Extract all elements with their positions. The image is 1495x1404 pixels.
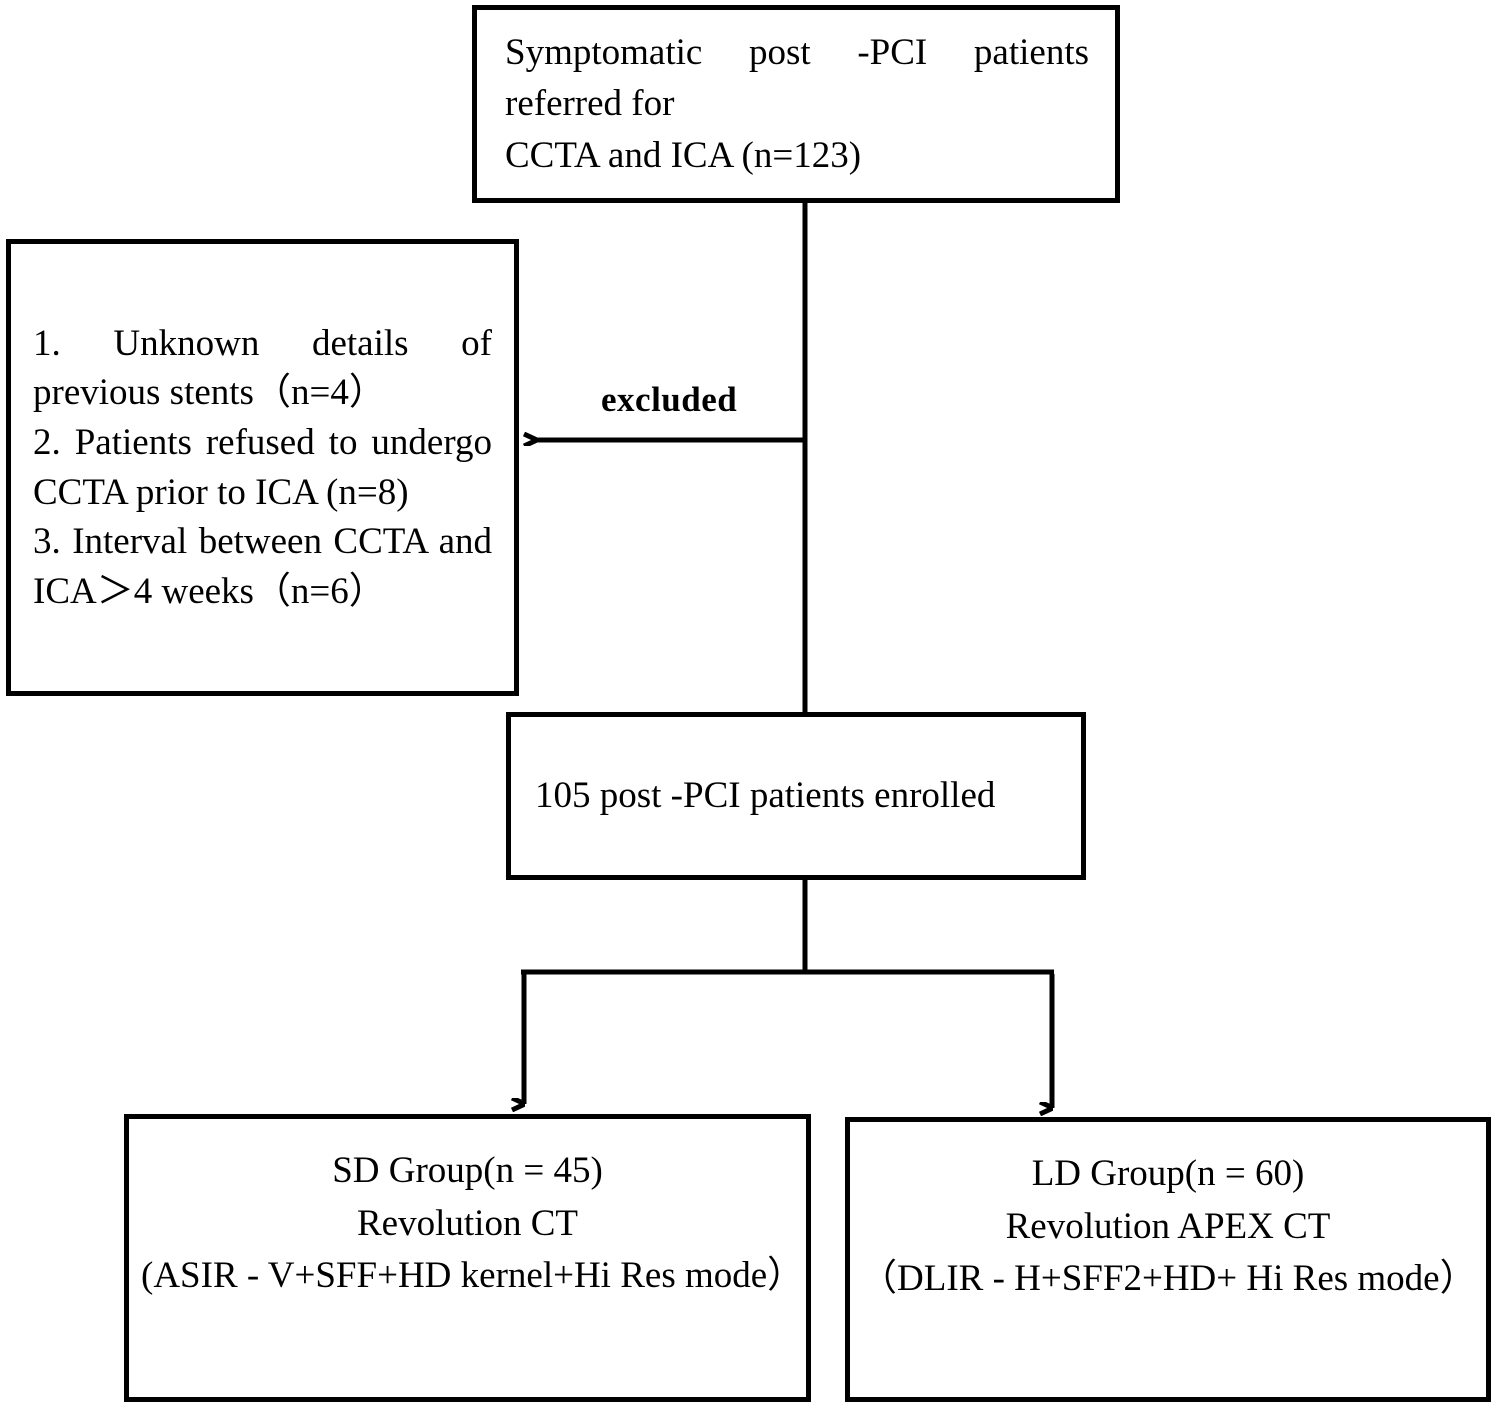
- sd-group-scanner: Revolution CT: [357, 1202, 578, 1244]
- exclusion-criterion-1: 1. Unknown details of previous stents（n=…: [33, 322, 492, 414]
- ld-group-scanner: Revolution APEX CT: [1005, 1205, 1331, 1247]
- ld-group-title: LD Group(n = 60): [1031, 1153, 1305, 1194]
- node-ld-group: LD Group(n = 60) Revolution APEX CT （DLI…: [845, 1117, 1491, 1402]
- node-referred-line-1: Symptomatic post -PCI patients referred …: [505, 32, 1089, 125]
- node-referred-line-2: CCTA and ICA (n=123): [505, 134, 862, 176]
- node-referred-patients: Symptomatic post -PCI patients referred …: [472, 5, 1120, 203]
- ld-group-protocol: （DLIR - H+SFF2+HD+ Hi Res mode）: [860, 1258, 1477, 1300]
- node-exclusion-criteria: 1. Unknown details of previous stents（n=…: [6, 239, 519, 696]
- edge-label-excluded: excluded: [601, 380, 738, 419]
- node-enrolled-patients: 105 post -PCI patients enrolled: [506, 712, 1086, 880]
- node-enrolled-text: 105 post -PCI patients enrolled: [535, 775, 996, 817]
- sd-group-protocol: (ASIR - V+SFF+HD kernel+Hi Res mode）: [141, 1255, 805, 1297]
- exclusion-criterion-3: 3. Interval between CCTA and ICA＞4 weeks…: [33, 521, 492, 612]
- node-sd-group: SD Group(n = 45) Revolution CT (ASIR - V…: [124, 1114, 811, 1402]
- exclusion-criterion-2: 2. Patients refused to undergo CCTA prio…: [33, 421, 492, 513]
- sd-group-title: SD Group(n = 45): [332, 1150, 603, 1191]
